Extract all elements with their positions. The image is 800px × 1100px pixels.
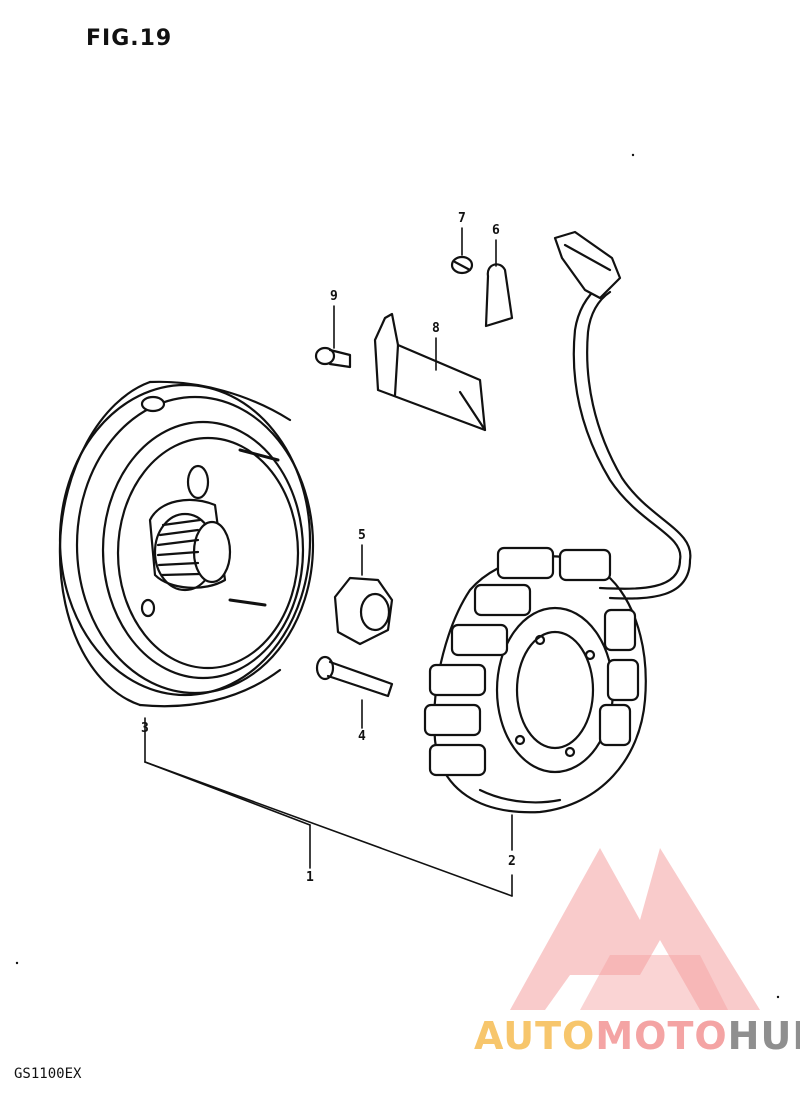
rotor-flywheel [58,380,315,708]
screw [314,346,352,369]
leader-lines [144,227,513,897]
callout-5: 5 [358,528,366,543]
watermark-part-auto: AUTO [474,1014,596,1058]
callout-7: 7 [458,211,466,226]
callout-2: 2 [508,854,516,869]
watermark-text: AUTOMOTOHUB [474,1014,800,1058]
figure-title: FIG.19 [86,26,173,51]
wire-clamp [484,263,514,328]
callout-3: 3 [141,721,149,736]
watermark-part-hub: HUB [727,1014,800,1058]
callout-6: 6 [492,223,500,238]
callout-8: 8 [432,321,440,336]
bolt [315,655,394,698]
callout-4: 4 [358,729,366,744]
watermark-part-moto: MOTO [595,1014,728,1058]
stator-wire-lead [553,230,692,600]
watermark-logo-icon [510,848,760,1010]
nut [333,576,394,646]
model-label: GS1100EX [14,1066,82,1082]
stator-coil [423,546,647,814]
callout-9: 9 [330,289,338,304]
callout-1: 1 [306,870,314,885]
clamp-screw [450,255,474,275]
cover-plate [373,312,487,432]
